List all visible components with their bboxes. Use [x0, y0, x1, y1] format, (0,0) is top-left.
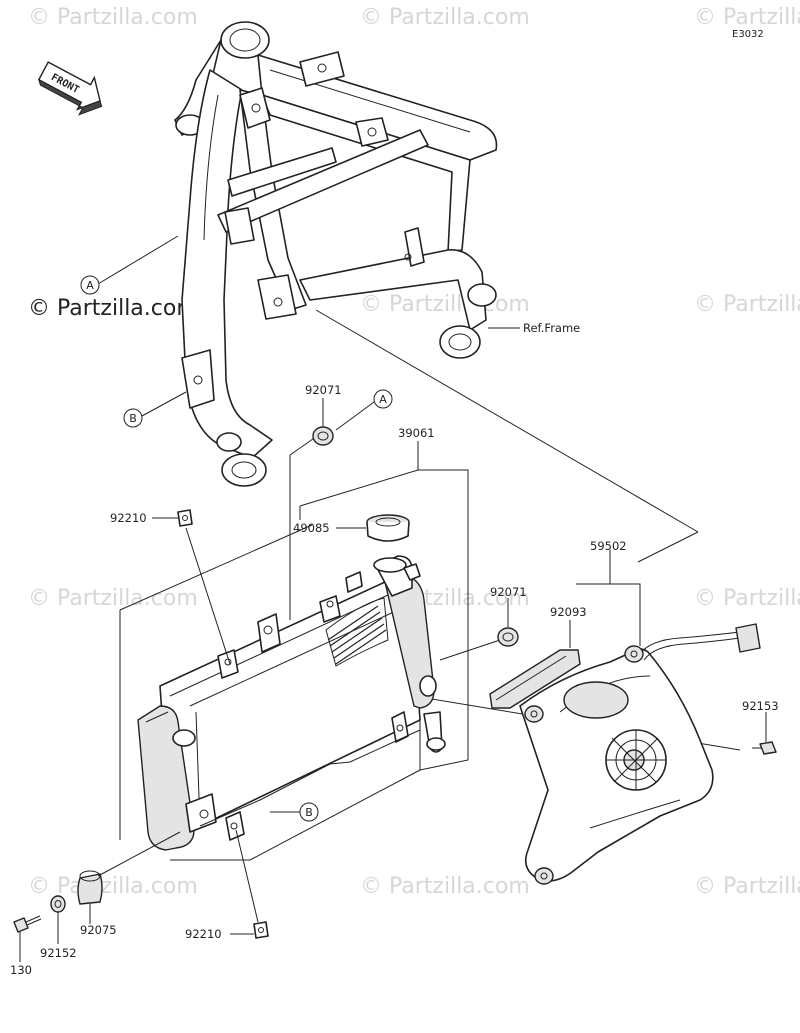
part-label-130: 130 — [10, 963, 32, 977]
watermark: © Partzilla.com — [360, 874, 530, 899]
diagram-code: E3032 — [732, 29, 764, 40]
callout-b-radiator: B — [305, 806, 313, 819]
clip-92210-bottom — [253, 921, 269, 939]
frame-assembly — [174, 21, 498, 487]
bracket-92093 — [489, 649, 581, 709]
cooling-fan-59502 — [519, 623, 761, 885]
part-label-92093: 92093 — [550, 605, 587, 619]
callout-a-frame: A — [86, 279, 94, 292]
watermark: © Partzilla.com — [694, 5, 800, 30]
part-label-92071-mid: 92071 — [490, 585, 527, 599]
part-label-92153: 92153 — [742, 699, 779, 713]
part-label-92210-bottom: 92210 — [185, 927, 222, 941]
grommet-92071-mid — [497, 627, 519, 647]
bolt-130 — [13, 915, 42, 933]
watermark-primary: © Partzilla.com — [28, 296, 198, 321]
clip-92210-top — [177, 509, 193, 527]
collar-92152 — [50, 895, 66, 913]
watermarks: © Partzilla.com © Partzilla.com © Partzi… — [28, 5, 800, 899]
watermark: © Partzilla.com — [28, 5, 198, 30]
part-label-92071-top: 92071 — [305, 383, 342, 397]
part-label-49085: 49085 — [293, 521, 330, 535]
part-label-59502: 59502 — [590, 539, 627, 553]
front-arrow-icon: FRONT — [37, 61, 103, 116]
watermark: © Partzilla.com — [28, 874, 198, 899]
watermark: © Partzilla.com — [694, 586, 800, 611]
radiator-assembly — [119, 433, 501, 861]
callout-a-radiator: A — [379, 393, 387, 406]
part-label-92210-top: 92210 — [110, 511, 147, 525]
grommet-92071-top — [312, 426, 334, 446]
ref-frame-label: Ref.Frame — [523, 321, 580, 335]
watermark: © Partzilla.com — [694, 292, 800, 317]
bolt-92153 — [752, 741, 777, 755]
part-label-92152: 92152 — [40, 946, 77, 960]
watermark: © Partzilla.com — [694, 874, 800, 899]
part-label-39061: 39061 — [398, 426, 435, 440]
part-label-92075: 92075 — [80, 923, 117, 937]
watermark: © Partzilla.com — [28, 586, 198, 611]
callout-b-frame: B — [129, 412, 137, 425]
radiator-cap — [366, 514, 410, 542]
watermark: © Partzilla.com — [360, 5, 530, 30]
grommet-92075 — [77, 870, 103, 905]
watermark: © Partzilla.com — [360, 292, 530, 317]
